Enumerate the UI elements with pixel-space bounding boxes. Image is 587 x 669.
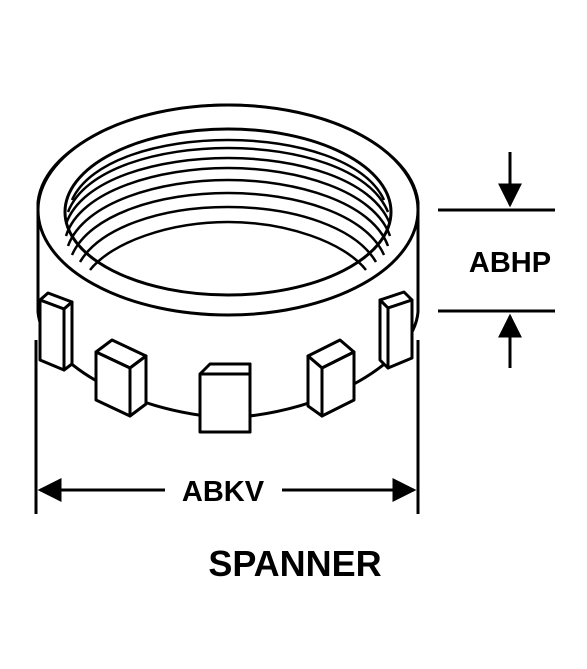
- lug-center: [198, 362, 252, 434]
- nut-bore-edge: [63, 127, 393, 297]
- lug-right: [306, 338, 356, 418]
- diagram-title: SPANNER: [208, 543, 381, 584]
- lug-left: [94, 338, 148, 418]
- internal-threads: [64, 138, 392, 271]
- height-dimension-label: ABHP: [469, 247, 551, 279]
- lug-far-right: [378, 290, 414, 370]
- width-dimension-label: ABKV: [182, 476, 265, 508]
- lug-far-left: [38, 291, 74, 372]
- spanner-lugs: [38, 290, 414, 434]
- height-dimension: [438, 152, 555, 368]
- width-dimension: [34, 340, 420, 514]
